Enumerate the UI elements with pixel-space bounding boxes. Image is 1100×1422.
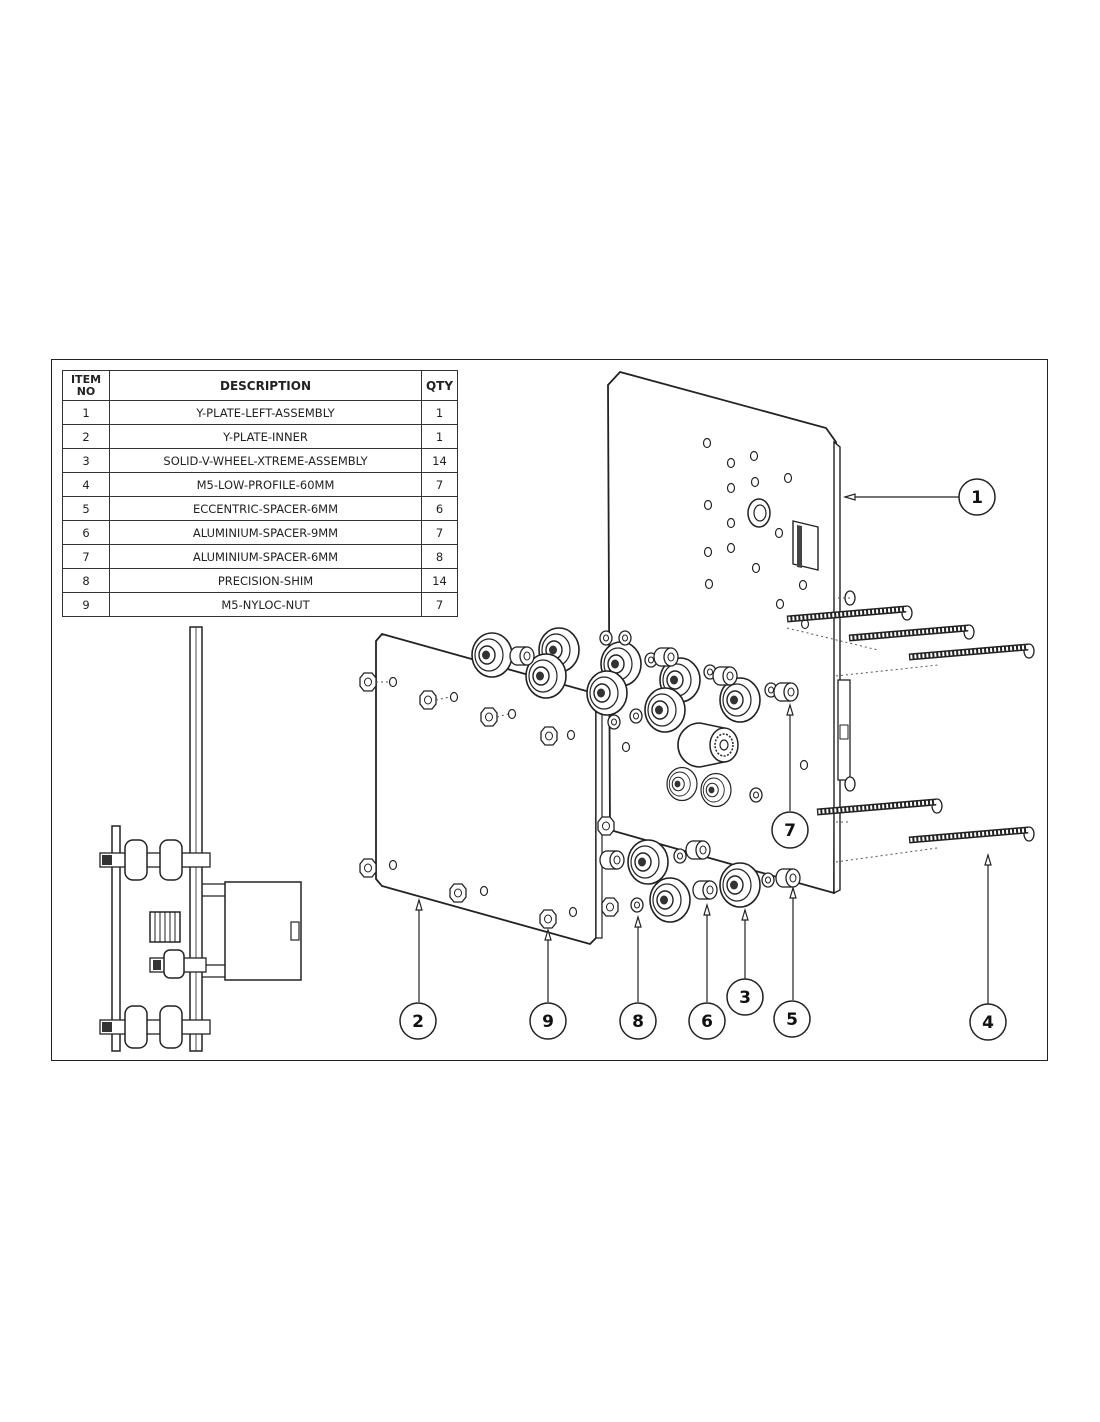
bom-cell-item: 2 <box>62 424 110 449</box>
y-plate-inner <box>375 632 603 946</box>
bom-header-description: DESCRIPTION <box>109 370 422 401</box>
bom-cell-description: PRECISION-SHIM <box>109 568 422 593</box>
bom-cell-item: 8 <box>62 568 110 593</box>
bom-cell-description: Y-PLATE-INNER <box>109 424 422 449</box>
y-plate-left-assembly <box>607 370 851 895</box>
side-view-pulley <box>149 911 181 943</box>
balloon-4: 4 <box>969 1003 1007 1041</box>
side-view-motor <box>202 881 302 981</box>
side-view-inner-plate <box>111 825 121 1052</box>
svg-text:3: 3 <box>739 988 751 1008</box>
balloon-9: 9 <box>529 1002 567 1040</box>
bom-cell-qty: 7 <box>421 520 458 545</box>
bom-cell-description: M5-NYLOC-NUT <box>109 592 422 617</box>
svg-text:8: 8 <box>632 1012 644 1032</box>
balloon-8: 8 <box>619 1002 657 1040</box>
balloon-6: 6 <box>688 1002 726 1040</box>
balloon-2: 2 <box>399 1002 437 1040</box>
svg-text:5: 5 <box>786 1010 798 1030</box>
side-view-eccentric <box>149 949 207 979</box>
bom-cell-description: ECCENTRIC-SPACER-6MM <box>109 496 422 521</box>
bom-cell-item: 4 <box>62 472 110 497</box>
balloon-callouts: 1 2 3 4 5 6 7 8 <box>399 478 1007 1041</box>
svg-text:4: 4 <box>982 1013 994 1033</box>
bom-cell-qty: 6 <box>421 496 458 521</box>
side-view-wheels-bottom <box>99 1005 211 1049</box>
svg-text:1: 1 <box>971 488 983 508</box>
balloon-1: 1 <box>958 478 996 516</box>
pulley-and-eccentric <box>666 722 739 808</box>
side-view-wheels-top <box>99 839 211 881</box>
bom-cell-description: SOLID-V-WHEEL-XTREME-ASSEMBLY <box>109 448 422 473</box>
bom-header-qty: QTY <box>421 370 458 401</box>
balloon-3: 3 <box>726 978 764 1016</box>
balloon-5: 5 <box>773 1000 811 1038</box>
bom-cell-qty: 7 <box>421 592 458 617</box>
bom-cell-qty: 14 <box>421 568 458 593</box>
drawing-border <box>51 359 1048 1061</box>
m5-nyloc-nuts <box>359 672 619 929</box>
bom-cell-description: M5-LOW-PROFILE-60MM <box>109 472 422 497</box>
balloon-7: 7 <box>771 811 809 849</box>
svg-text:9: 9 <box>542 1012 554 1032</box>
side-view <box>99 626 302 1052</box>
svg-text:7: 7 <box>784 821 796 841</box>
svg-text:2: 2 <box>412 1012 424 1032</box>
bom-cell-item: 9 <box>62 592 110 617</box>
svg-text:6: 6 <box>701 1012 713 1032</box>
bom-cell-qty: 7 <box>421 472 458 497</box>
m5-low-profile-bolts <box>787 590 1034 863</box>
bom-cell-item: 6 <box>62 520 110 545</box>
